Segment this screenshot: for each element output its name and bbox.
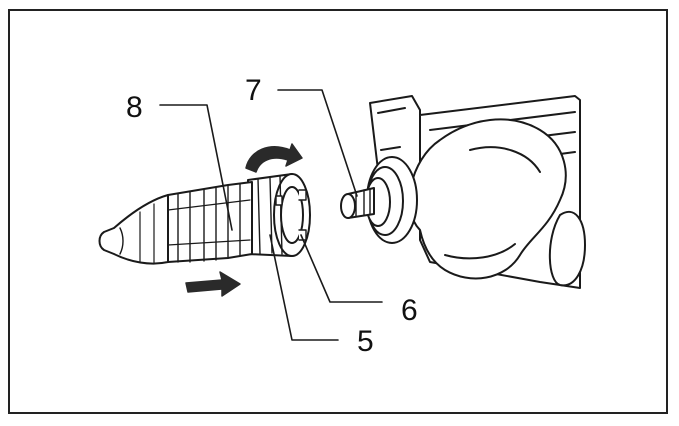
callout-6: 6 xyxy=(401,294,418,327)
curved-arrow-icon xyxy=(245,143,303,173)
chuck-sleeve xyxy=(167,181,253,263)
leader-8 xyxy=(159,104,233,231)
callout-5: 5 xyxy=(357,325,374,358)
leader-lines xyxy=(159,89,383,341)
tool-body xyxy=(365,95,586,289)
callout-8: 8 xyxy=(126,91,143,124)
chuck-nose xyxy=(98,194,169,265)
callout-7: 7 xyxy=(245,74,262,107)
leader-7 xyxy=(277,89,358,197)
spindle xyxy=(340,187,375,219)
chuck-ring xyxy=(247,173,311,257)
straight-arrow-icon xyxy=(185,271,241,297)
leader-5 xyxy=(269,234,339,341)
leader-6 xyxy=(300,234,383,303)
